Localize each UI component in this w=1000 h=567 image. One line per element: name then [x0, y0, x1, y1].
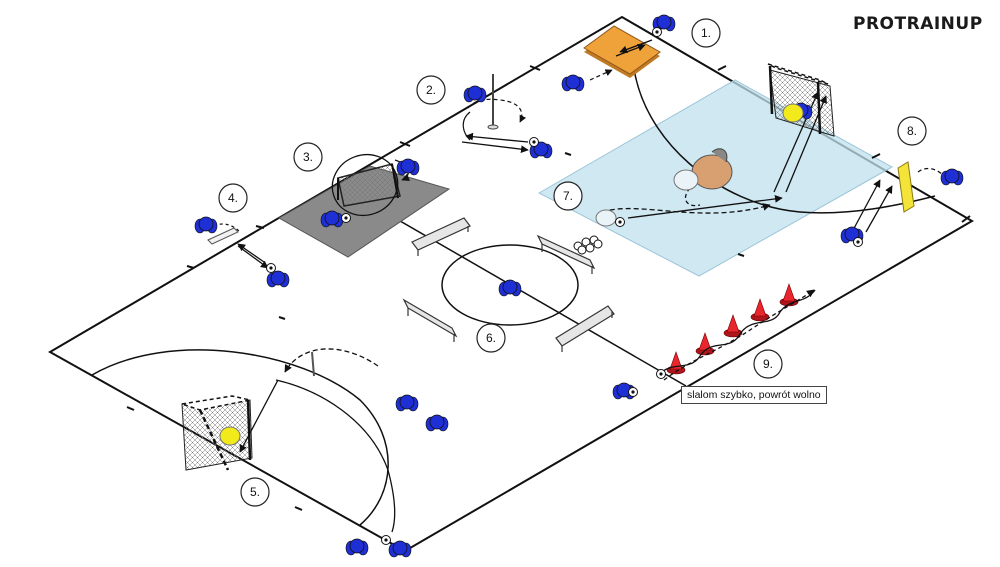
player-icon — [561, 74, 585, 92]
station-label: 4. — [228, 191, 238, 205]
station-7-8-paths — [601, 91, 945, 233]
station-label: 8. — [907, 124, 917, 138]
player-icon — [194, 216, 218, 234]
station-badge-s5: 5. — [240, 477, 270, 507]
bench-icon — [402, 217, 615, 352]
station-badges: 1. 2. 3. 4. 5. 6. 7. 8. 9. — [218, 18, 927, 507]
player-icon — [395, 394, 419, 412]
goal-icon — [337, 163, 401, 207]
player-icon — [396, 158, 420, 176]
player-icon — [320, 210, 344, 228]
station-label: 3. — [303, 150, 313, 164]
center-circle — [441, 244, 579, 326]
station-4-gear — [207, 223, 269, 269]
ball-icon — [628, 387, 638, 397]
ball-icon — [615, 217, 625, 227]
player-icon — [425, 414, 449, 432]
station-label: 9. — [763, 357, 773, 371]
station-9-caption: slalom szybko, powrót wolno — [681, 386, 827, 404]
ball-icon — [853, 237, 863, 247]
station-badge-s2: 2. — [416, 75, 446, 105]
player-icon — [266, 270, 290, 288]
player-icon — [463, 85, 487, 103]
goal-icon — [181, 395, 253, 471]
slalom-path — [657, 289, 816, 381]
grey-mat — [277, 153, 451, 258]
ball-group — [266, 27, 863, 545]
station-label: 5. — [250, 485, 260, 499]
station-label: 6. — [486, 331, 496, 345]
station-label: 2. — [426, 83, 436, 97]
station-badge-s3: 3. — [293, 142, 323, 172]
goalkeeper-icon — [219, 103, 804, 446]
ball-icon — [529, 137, 539, 147]
cone-icon — [750, 298, 770, 322]
touchline-ticks — [126, 65, 971, 511]
ball-icon — [381, 535, 391, 545]
station-badge-s9: 9. — [753, 349, 783, 379]
penalty-arc-left — [91, 349, 389, 526]
ball-icon — [266, 263, 276, 273]
station-label: 1. — [701, 26, 711, 40]
ball-icon — [652, 27, 662, 37]
player-icon — [388, 540, 412, 558]
cone-icon — [723, 314, 743, 338]
mannequin-icon — [595, 148, 733, 227]
station-badge-s1: 1. — [691, 18, 721, 48]
brand-logo: PROTRAINUP — [853, 14, 983, 34]
station-5-paths — [239, 348, 396, 533]
ball-icon — [573, 235, 603, 255]
penalty-arc-right — [632, 59, 936, 214]
orange-mat — [583, 25, 661, 81]
station-badge-s7: 7. — [553, 181, 583, 211]
station-badge-s8: 8. — [897, 116, 927, 146]
pole-icon — [461, 74, 529, 154]
station-label: 7. — [563, 189, 573, 203]
player-icon — [345, 538, 369, 556]
station-badge-s6: 6. — [476, 323, 506, 353]
cone-group — [666, 283, 799, 375]
player-icon — [940, 168, 964, 186]
cone-icon — [779, 283, 799, 307]
station-badge-s4: 4. — [218, 183, 248, 213]
player-icon — [498, 279, 522, 297]
ball-icon — [341, 213, 351, 223]
ball-icon — [656, 369, 666, 379]
rebounder-icon — [897, 161, 915, 213]
